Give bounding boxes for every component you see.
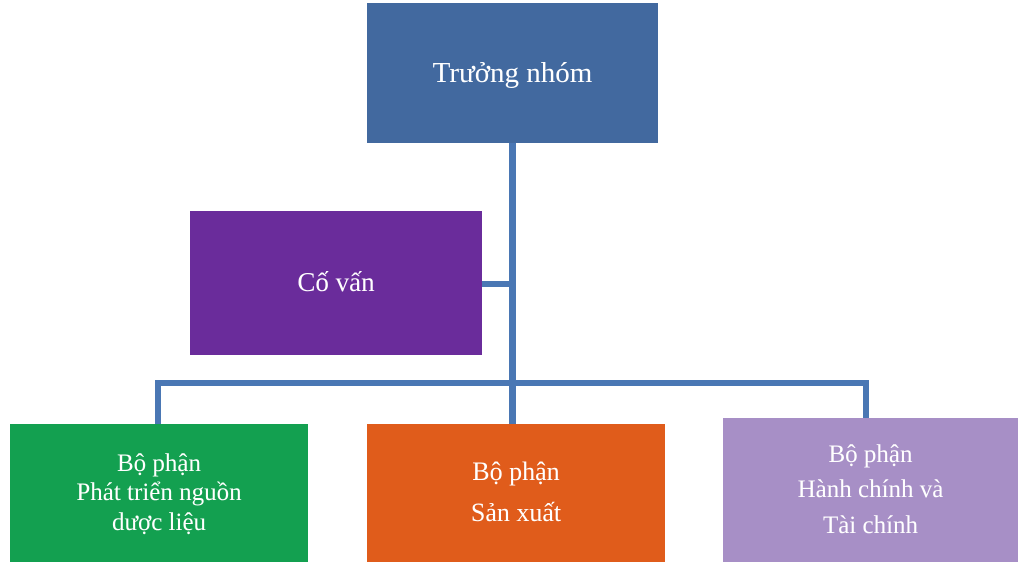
node-dept-production[interactable]: Bộ phận Sản xuất xyxy=(367,424,665,562)
node-dept-admin-finance-line-1: Bộ phận xyxy=(828,440,913,468)
node-dept-materials[interactable]: Bộ phận Phát triển nguồn dược liệu xyxy=(10,424,308,562)
connector-horizontal-bus xyxy=(155,380,869,386)
connector-bus-to-dept-materials xyxy=(155,380,161,425)
node-dept-materials-line-1: Bộ phận xyxy=(116,449,202,477)
node-dept-admin-finance-line-3: Tài chính xyxy=(822,511,919,539)
node-advisor-line-1: Cố vấn xyxy=(297,267,375,298)
node-dept-admin-finance[interactable]: Bộ phận Hành chính và Tài chính xyxy=(723,418,1018,562)
node-dept-materials-line-2: Phát triển nguồn xyxy=(76,479,242,507)
node-dept-production-line-1: Bộ phận xyxy=(472,457,560,487)
node-dept-production-line-2: Sản xuất xyxy=(470,498,562,527)
node-leader-line-1: Trưởng nhóm xyxy=(432,56,593,89)
node-dept-materials-line-3: dược liệu xyxy=(111,508,207,536)
node-leader[interactable]: Trưởng nhóm xyxy=(367,3,658,143)
node-dept-admin-finance-line-2: Hành chính và xyxy=(797,476,944,504)
node-advisor[interactable]: Cố vấn xyxy=(190,211,482,355)
connector-bus-to-dept-admin-finance xyxy=(863,380,869,419)
connector-advisor-to-trunk xyxy=(482,281,513,287)
